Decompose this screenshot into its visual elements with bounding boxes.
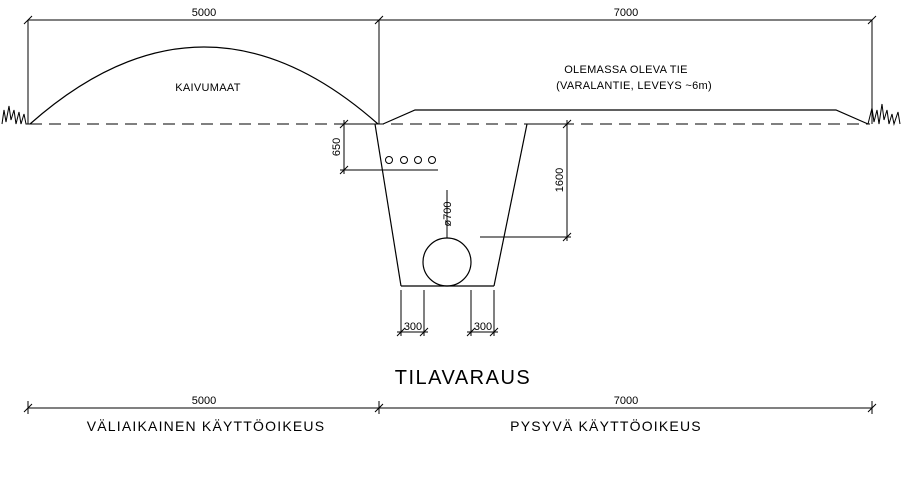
- dim-1600-label: 1600: [554, 168, 566, 192]
- top-dim-right-label: 7000: [614, 7, 638, 19]
- bottom-dimension: 5000 7000: [23, 395, 877, 414]
- zone-right-label: PYSYVÄ KÄYTTÖOIKEUS: [510, 417, 702, 434]
- spoil-heap: [29, 46, 379, 125]
- pipe-diameter-label: ø700: [442, 201, 454, 226]
- cable-icon: [414, 156, 422, 164]
- cable-row: [383, 156, 438, 171]
- dim-300-left-label: 300: [404, 321, 422, 333]
- top-dim-left-label: 5000: [192, 7, 216, 19]
- cable-icon: [428, 156, 436, 164]
- drawing-title: TILAVARAUS: [395, 367, 532, 389]
- cable-icon: [385, 156, 393, 164]
- bottom-dim-left-label: 5000: [192, 395, 216, 407]
- dim-650-label: 650: [331, 138, 343, 156]
- top-dimension: 5000 7000: [23, 7, 877, 124]
- cable-icon: [400, 156, 408, 164]
- dim-300-right: 300: [466, 290, 499, 337]
- dim-650: 650: [331, 119, 383, 175]
- road-label-line1: OLEMASSA OLEVA TIE: [564, 64, 688, 76]
- dim-300-left: 300: [396, 290, 429, 337]
- pipe: [422, 237, 472, 287]
- zone-left-label: VÄLIAIKAINEN KÄYTTÖOIKEUS: [87, 417, 326, 434]
- bottom-dim-right-label: 7000: [614, 395, 638, 407]
- dim-1600: 1600: [480, 119, 572, 242]
- grass-right-icon: [867, 103, 901, 126]
- road-label-line2: (VARALANTIE, LEVEYS ~6m): [556, 80, 712, 92]
- kaivumaat-label: KAIVUMAAT: [175, 82, 240, 94]
- dim-300-right-label: 300: [474, 321, 492, 333]
- grass-left-icon: [1, 105, 30, 125]
- existing-road: [382, 109, 869, 125]
